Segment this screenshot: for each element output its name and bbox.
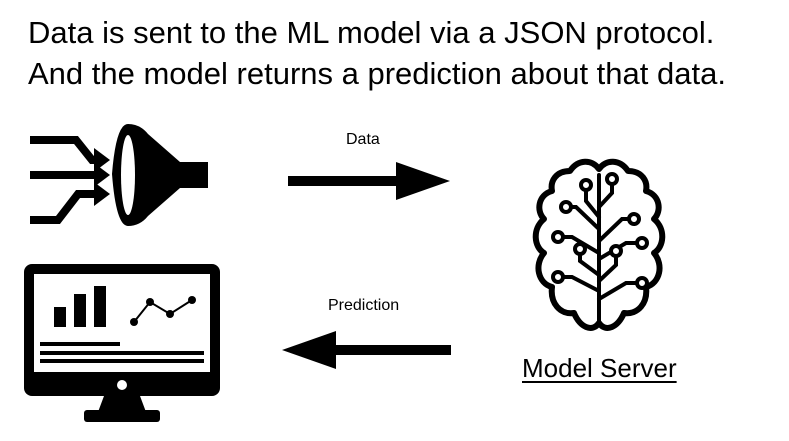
heading-line-2: And the model returns a prediction about… — [28, 56, 726, 91]
heading-line-1: Data is sent to the ML model via a JSON … — [28, 15, 715, 50]
data-arrow — [288, 162, 450, 200]
funnel-icon — [30, 124, 208, 226]
brain-circuit-icon — [532, 158, 666, 331]
prediction-arrow — [282, 331, 451, 369]
prediction-arrow-label: Prediction — [328, 297, 400, 314]
data-arrow-label: Data — [346, 131, 380, 148]
diagram-heading: Data is sent to the ML model via a JSON … — [28, 12, 726, 94]
model-server-label: Model Server — [522, 353, 677, 383]
monitor-dashboard-icon — [24, 264, 220, 422]
